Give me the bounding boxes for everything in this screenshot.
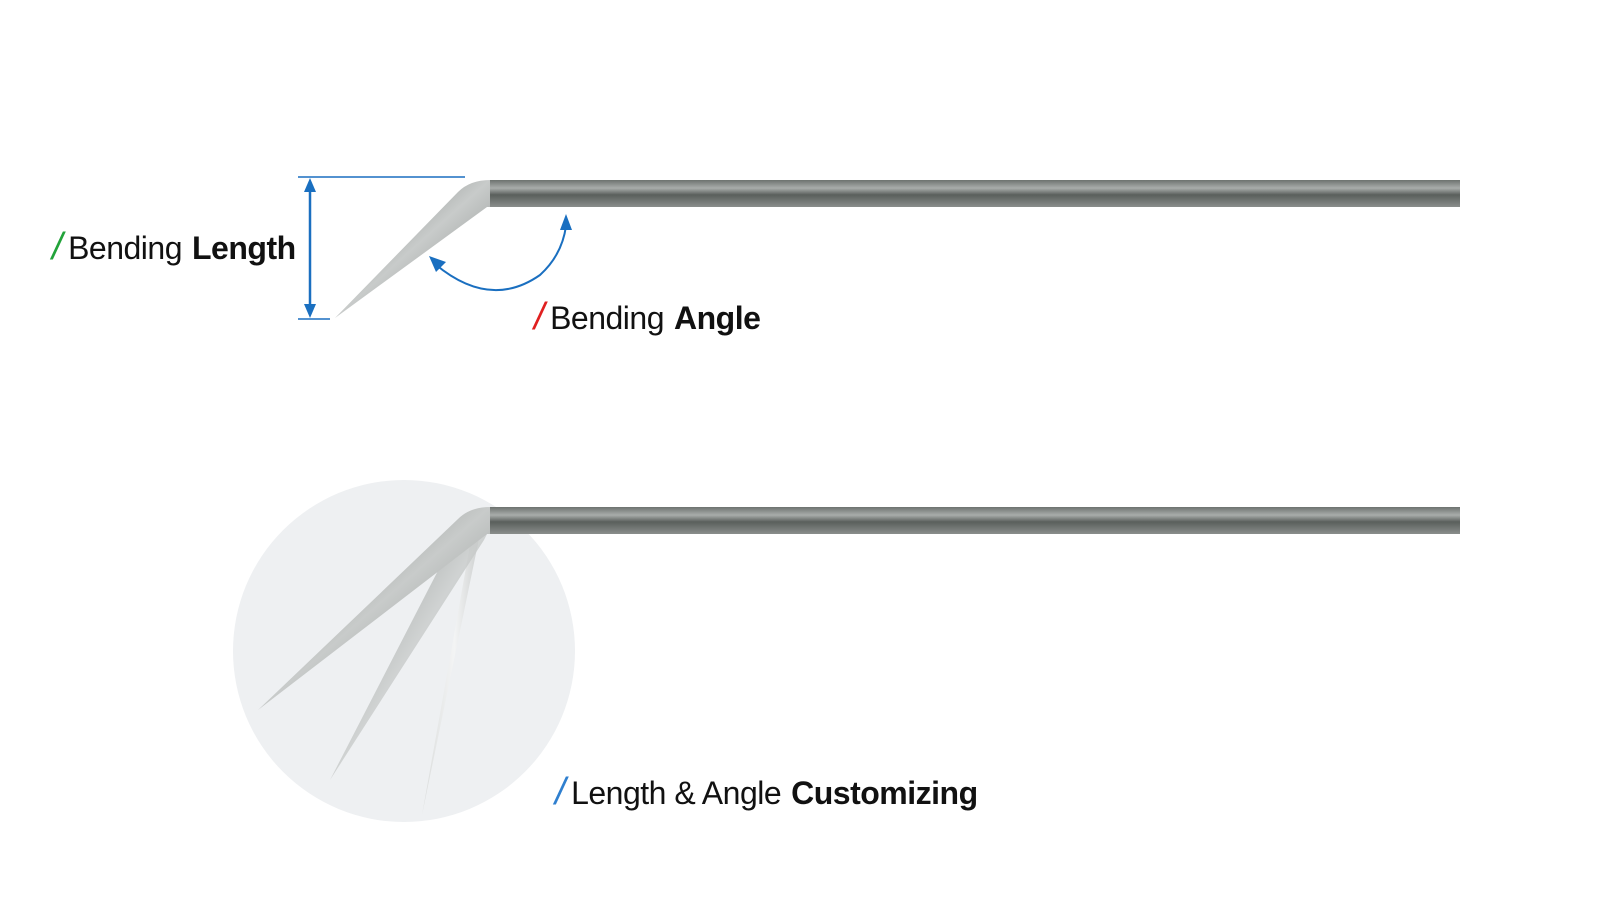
- red-slash-icon: /: [534, 296, 545, 338]
- bending-angle-arc: [429, 214, 572, 292]
- blue-slash-icon: /: [555, 771, 566, 813]
- bent-needle-top: [335, 180, 1460, 318]
- bending-length-dimension: [298, 176, 465, 320]
- bent-needle-bottom: [258, 507, 1460, 815]
- green-slash-icon: /: [52, 226, 63, 268]
